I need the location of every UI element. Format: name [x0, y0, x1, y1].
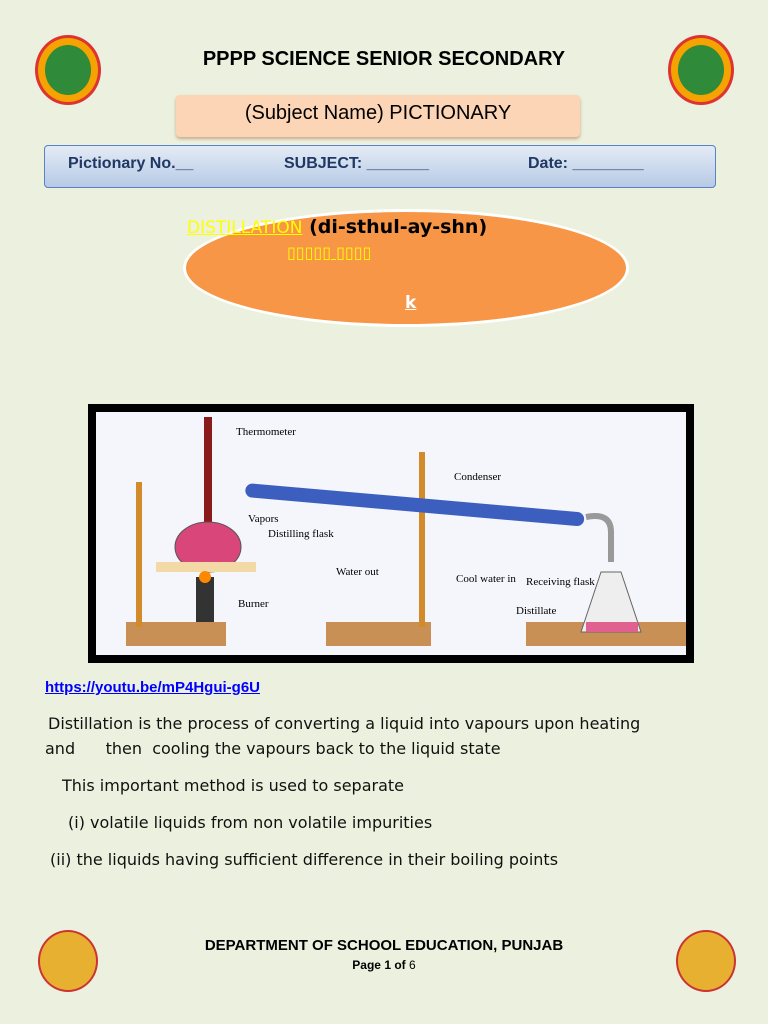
page-current: 1 — [384, 958, 391, 972]
school-name: PPPP SCIENCE SENIOR SECONDARY — [202, 48, 566, 70]
school-logo-left — [35, 35, 101, 105]
footer-dept: DEPARTMENT OF SCHOOL EDUCATION, PUNJAB — [204, 937, 564, 954]
footer-logo-right — [676, 930, 736, 992]
page-of: of — [391, 958, 409, 972]
term-heading: DISTILLATION (di-sthul-ay-shn) — [187, 216, 487, 238]
page-total: 6 — [409, 958, 416, 972]
use-2: (ii) the liquids having sufficient diffe… — [50, 850, 559, 869]
label-receiving-flask: Receiving flask — [526, 576, 595, 588]
term-pronunciation: (di-sthul-ay-shn) — [309, 216, 488, 238]
subject-field: SUBJECT: _______ — [284, 155, 429, 172]
term-translation: ▯▯▯▯▯ ▯▯▯▯ — [287, 243, 372, 262]
label-thermometer: Thermometer — [236, 426, 296, 438]
receiving-flask — [580, 571, 642, 633]
condenser — [245, 483, 585, 526]
term-extra: k — [405, 293, 417, 313]
school-logo-right — [668, 35, 734, 105]
term-word: DISTILLATION — [187, 218, 303, 238]
pictionary-no: Pictionary No.__ — [68, 155, 194, 172]
definition-line-2: and then cooling the vapours back to the… — [45, 739, 501, 758]
footer-logo-left — [38, 930, 98, 992]
label-water-out: Water out — [336, 566, 379, 578]
video-link[interactable]: https://youtu.be/mP4Hgui-g6U — [45, 679, 260, 696]
label-vapors: Vapors — [248, 513, 279, 525]
page-label: Page — [352, 958, 385, 972]
method-intro: This important method is used to separat… — [62, 776, 405, 795]
distillation-diagram: Thermometer Vapors Distilling flask Burn… — [88, 404, 694, 663]
label-burner: Burner — [238, 598, 269, 610]
thermometer — [204, 417, 212, 547]
definition-line-1: Distillation is the process of convertin… — [48, 714, 641, 733]
date-field: Date: ________ — [528, 155, 644, 172]
stand-base-2 — [326, 622, 431, 646]
subject-title: (Subject Name) PICTIONARY — [176, 95, 580, 137]
term-ellipse — [183, 209, 629, 327]
burner — [196, 577, 214, 622]
info-bar: Pictionary No.__ SUBJECT: _______ Date: … — [44, 145, 716, 188]
use-1: (i) volatile liquids from non volatile i… — [68, 813, 433, 832]
label-cool-water-in: Cool water in — [456, 573, 516, 585]
label-condenser: Condenser — [454, 471, 501, 483]
label-distilling-flask: Distilling flask — [268, 528, 334, 540]
label-distillate: Distillate — [516, 605, 556, 617]
stand-base-1 — [126, 622, 226, 646]
page-number: Page 1 of 6 — [0, 958, 768, 972]
